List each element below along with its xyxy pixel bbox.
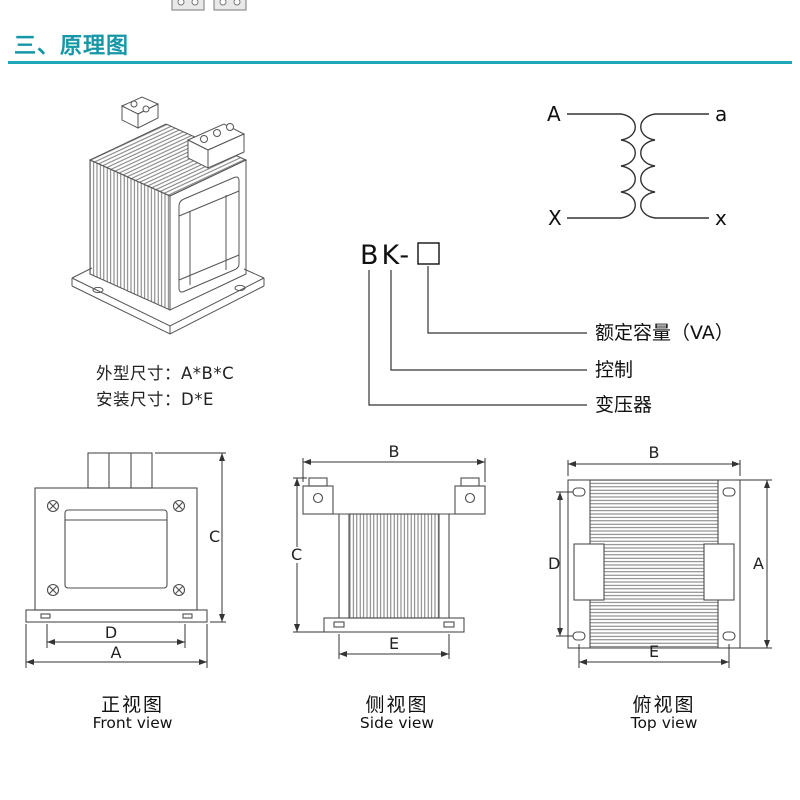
top-mounting-slot (722, 631, 736, 641)
terminal-label-x: x (715, 206, 727, 230)
side-terminal-block-left (302, 485, 334, 515)
front-view-caption-en: Front view (92, 714, 173, 732)
page-title: 三、原理图 (14, 34, 130, 59)
top-dim-B: B (649, 443, 660, 462)
callout-lines (368, 266, 587, 406)
front-view-caption-cn: 正视图 (100, 694, 164, 716)
side-view-body (302, 477, 486, 633)
top-lamination-hatched (590, 480, 718, 648)
isometric-view-drawing (71, 96, 265, 335)
model-code-diagram: BK- 额定容量（VA） 控制 变压器 (360, 240, 734, 416)
iso-mounting-hole (92, 286, 104, 294)
top-dim-A: A (753, 554, 764, 573)
terminal-block-fragment (171, 0, 247, 11)
primary-coil (620, 113, 636, 219)
iso-mounting-hole (234, 284, 246, 292)
title-underline (8, 61, 792, 64)
top-mounting-slot (722, 487, 736, 497)
iso-coil (178, 176, 240, 293)
side-dim-C: C (291, 545, 302, 564)
side-dim-B: B (389, 442, 400, 461)
iso-clamp-block (120, 96, 160, 129)
secondary-coil (640, 113, 656, 219)
side-terminal-block-right (454, 485, 486, 515)
callout-control: 控制 (595, 359, 633, 381)
iso-base-plate (71, 267, 265, 335)
front-view-drawing: C D A (25, 452, 226, 668)
side-view-drawing: B C E (291, 442, 486, 659)
top-view-caption-cn: 俯视图 (632, 694, 696, 716)
side-coil-hatched (348, 513, 440, 619)
top-coil-end-left (573, 543, 605, 601)
top-view-body (567, 479, 741, 649)
top-dim-E: E (649, 642, 659, 661)
iso-terminal-block (186, 123, 246, 169)
top-coil-end-right (703, 543, 735, 601)
winding-schematic: A X a x (547, 102, 727, 230)
callout-line-capacity (427, 266, 587, 334)
front-dim-C: C (209, 527, 220, 546)
top-mounting-slot (572, 631, 586, 641)
winding-coils (567, 113, 709, 219)
top-dim-D: D (548, 554, 560, 573)
callout-transformer: 变压器 (595, 394, 652, 416)
front-corner-screws (46, 499, 186, 597)
front-dim-D: D (105, 623, 117, 642)
front-terminal-block (87, 452, 153, 489)
outline-dimension-note: 外型尺寸：A*B*C (96, 364, 235, 383)
top-view-caption-en: Top view (630, 714, 698, 732)
top-outline (567, 479, 741, 649)
side-view-caption-cn: 侧视图 (365, 694, 429, 716)
side-base-flange (323, 617, 465, 633)
terminal-label-A: A (547, 102, 561, 126)
top-dimension-lines (556, 460, 772, 668)
top-view-drawing: B D A E (548, 443, 772, 668)
model-prefix: BK- (360, 240, 412, 271)
front-dimension-lines (25, 452, 226, 668)
front-base-flange (25, 609, 208, 623)
front-view-body (25, 452, 208, 623)
callout-line-control (390, 270, 587, 371)
callout-capacity: 额定容量（VA） (595, 322, 734, 344)
model-placeholder-box (417, 242, 440, 265)
callout-line-transformer (368, 270, 587, 406)
top-mounting-slot (572, 487, 586, 497)
side-dim-E: E (389, 634, 399, 653)
front-core-outline (34, 487, 198, 611)
side-view-caption-en: Side view (359, 714, 435, 732)
front-coil-window (64, 509, 168, 589)
front-dim-A: A (111, 643, 122, 662)
terminal-label-X: X (548, 206, 562, 230)
mounting-dimension-note: 安装尺寸：D*E (96, 390, 214, 409)
cropped-photo-fragment (171, 0, 247, 11)
terminal-label-a: a (715, 102, 727, 126)
